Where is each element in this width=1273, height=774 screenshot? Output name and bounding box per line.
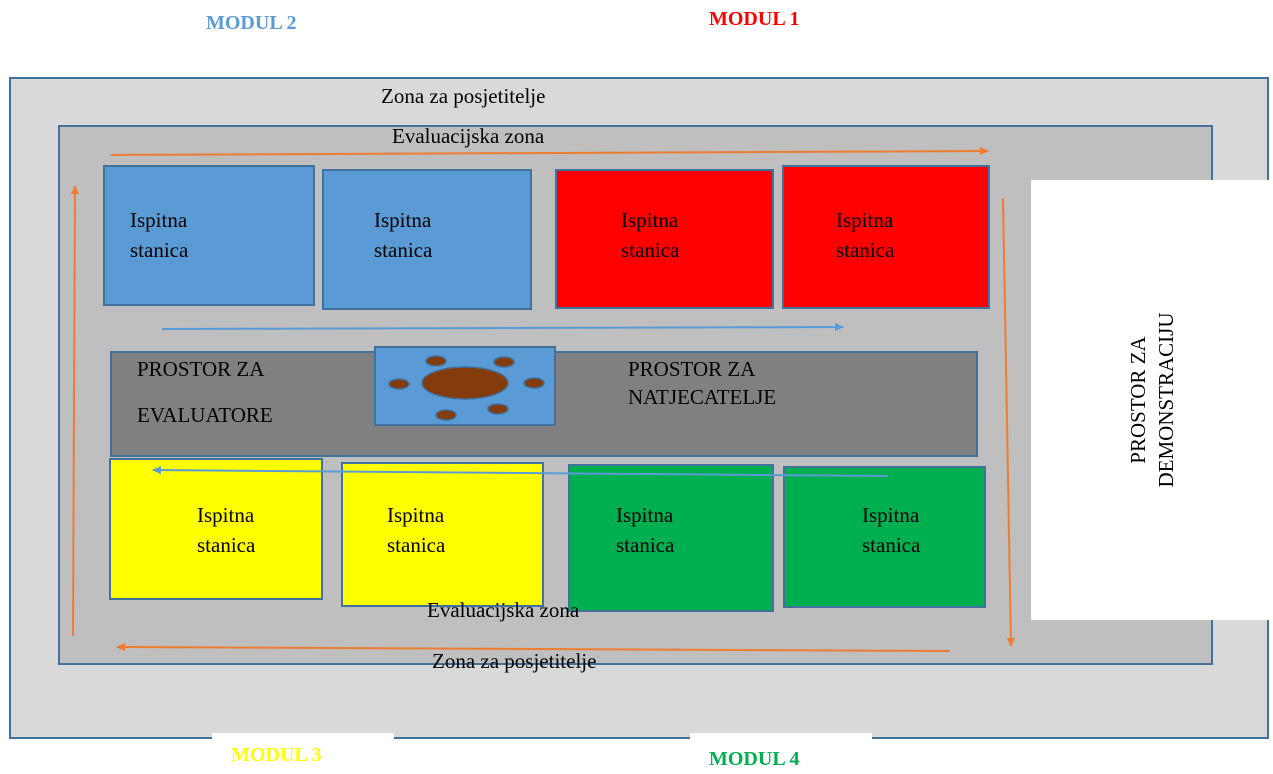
module-2-label: MODUL 2 (206, 12, 297, 34)
station-label-line1: Ispitna (374, 208, 432, 232)
station-label-line2: stanica (197, 533, 256, 557)
entrance-gap-right (690, 733, 872, 743)
test-station-module1-b: Ispitna stanica (782, 165, 990, 309)
station-label-line1: Ispitna (621, 208, 679, 232)
module-3-label: MODUL 3 (231, 744, 322, 766)
station-label-line1: Ispitna (836, 208, 894, 232)
evaluators-line1: PROSTOR ZA (137, 357, 265, 381)
station-label-line1: Ispitna (862, 503, 920, 527)
evaluation-zone-label-top: Evaluacijska zona (392, 124, 545, 148)
evaluators-space-label: PROSTOR ZA EVALUATORE (137, 355, 273, 429)
visitors-zone-label-bottom: Zona za posjetitelje (432, 649, 597, 673)
arrow-middle-right (161, 323, 844, 332)
test-station-module3-a: Ispitna stanica (109, 458, 323, 600)
arrow-right-down (1002, 197, 1015, 647)
station-label-line1: Ispitna (616, 503, 674, 527)
competitors-space-label: PROSTOR ZA NATJECATELJE (628, 355, 776, 411)
test-station-module4-a: Ispitna stanica (568, 464, 774, 612)
test-station-module1-a: Ispitna stanica (555, 169, 774, 309)
test-station-module2-b: Ispitna stanica (322, 169, 532, 310)
station-label-line2: stanica (387, 533, 446, 557)
test-station-module2-a: Ispitna stanica (103, 165, 315, 306)
visitors-zone-label-top: Zona za posjetitelje (381, 84, 546, 108)
station-label-line2: stanica (836, 238, 895, 262)
module-4-label: MODUL 4 (709, 748, 800, 770)
station-label-line1: Ispitna (387, 503, 445, 527)
arrow-middle-left (152, 466, 889, 477)
test-station-module4-b: Ispitna stanica (783, 466, 986, 608)
evaluation-zone-label-bottom: Evaluacijska zona (427, 598, 580, 622)
competitors-line1: PROSTOR ZA (628, 357, 756, 381)
entrance-gap-left (212, 733, 394, 743)
station-label-line2: stanica (621, 238, 680, 262)
test-station-module3-b: Ispitna stanica (341, 462, 544, 607)
meeting-table-area (374, 346, 556, 426)
competitors-line2: NATJECATELJE (628, 385, 777, 409)
station-label-line2: stanica (374, 238, 433, 262)
module-1-label: MODUL 1 (709, 8, 800, 30)
station-label-line2: stanica (130, 238, 189, 262)
evaluators-line2: EVALUATORE (137, 403, 273, 427)
meeting-table-icon (388, 355, 545, 421)
demonstration-area: PROSTOR ZA DEMONSTRACIJU (1031, 180, 1273, 620)
station-label-line2: stanica (862, 533, 921, 557)
station-label-line1: Ispitna (197, 503, 255, 527)
arrow-bottom-left (116, 643, 951, 652)
arrow-top-right (110, 147, 989, 156)
station-label-line1: Ispitna (130, 208, 188, 232)
station-label-line2: stanica (616, 533, 675, 557)
arrow-left-up (70, 185, 79, 637)
